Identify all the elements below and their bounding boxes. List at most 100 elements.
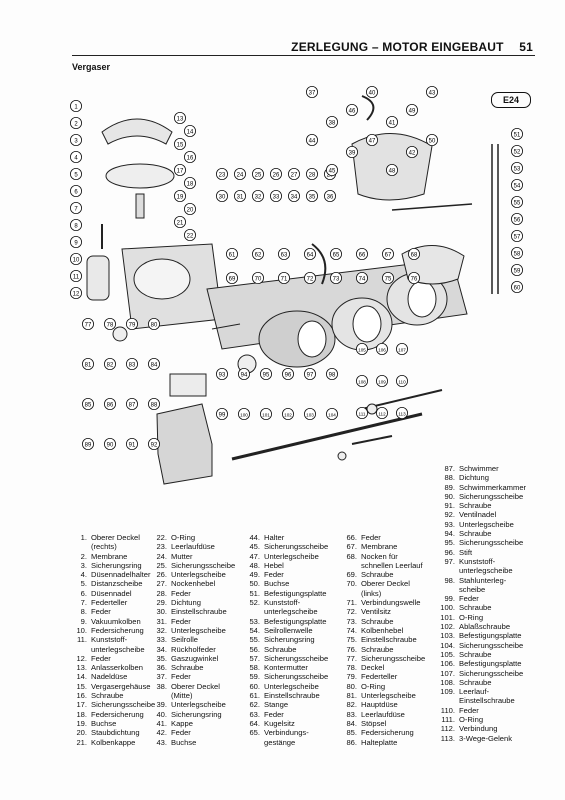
legend-item: 78.Deckel: [340, 663, 425, 672]
legend-item-number: 75.: [346, 635, 357, 645]
legend-item: 94.Schraube: [438, 529, 526, 538]
membrane-shape: [105, 163, 175, 189]
legend-item-number: 31.: [156, 616, 167, 626]
legend-item-number: 107.: [440, 668, 455, 678]
legend-item-label: Unterlegscheibe: [264, 681, 319, 691]
callout-34: 34: [287, 190, 300, 203]
callout-label: 9: [74, 240, 78, 246]
callout-31: 31: [233, 190, 246, 203]
legend-item-label: Unterlegscheibe: [171, 700, 226, 710]
callout-24: 24: [233, 168, 246, 181]
callout-label: 50: [429, 138, 436, 144]
legend-item-label: Stöpsel: [361, 718, 387, 728]
legend-item: 50.Buchse: [243, 579, 328, 588]
callout-15: 15: [174, 138, 187, 151]
legend-item-label: Düsennadelhalter: [91, 570, 151, 580]
callout-103: 103: [303, 407, 316, 420]
legend-item: 83.Leerlaufdüse: [340, 710, 425, 719]
callout-94: 94: [237, 367, 250, 380]
callout-label: 77: [85, 322, 92, 328]
legend-item-number: 81.: [346, 691, 357, 701]
legend-item-label: Sicherungsscheibe: [171, 560, 236, 570]
legend-item-continuation: schnellen Leerlauf: [361, 560, 423, 570]
legend-item-number: 2.: [80, 551, 87, 561]
callout-label: 93: [219, 372, 226, 378]
callout-label: 73: [333, 276, 340, 282]
callout-45: 45: [325, 164, 338, 177]
legend-item-label: Befestigungsplatte: [459, 659, 522, 669]
legend-item-number: 21.: [76, 737, 87, 747]
legend-item-number: 51.: [249, 588, 260, 598]
callout-46: 46: [345, 103, 358, 116]
legend-item-number: 79.: [346, 672, 357, 682]
legend-item-number: 68.: [346, 551, 357, 561]
legend-item-number: 77.: [346, 653, 357, 663]
legend-item: 84.Stöpsel: [340, 719, 425, 728]
callout-label: 101: [262, 412, 270, 417]
callout-label: 62: [255, 252, 262, 258]
legend-item-label: Feder: [264, 709, 284, 719]
legend-item: 70.Oberer Deckel: [340, 579, 425, 588]
legend-item: 112.Verbindung: [438, 724, 526, 733]
legend-item: 49.Feder: [243, 570, 328, 579]
legend-item: 30.Einstellschraube: [150, 607, 235, 616]
callout-109: 109: [375, 374, 388, 387]
legend-item-number: 110.: [440, 705, 455, 715]
legend-item: 102.Ablaßschraube: [438, 622, 526, 631]
legend-item-number: 44.: [249, 533, 260, 542]
legend-item-label: Sicherungsscheibe: [264, 542, 329, 552]
callout-label: 26: [273, 172, 280, 178]
callout-52: 52: [510, 145, 523, 158]
callout-38: 38: [325, 116, 338, 129]
callout-30: 30: [215, 190, 228, 203]
legend-item-number: 94.: [444, 529, 455, 539]
header-title: ZERLEGUNG – MOTOR EINGEBAUT: [291, 40, 504, 54]
figure-tag: E24: [491, 92, 531, 108]
callout-105: 105: [355, 342, 368, 355]
legend-item: 110.Feder: [438, 706, 526, 715]
legend-item: 48.Hebel: [243, 561, 328, 570]
legend-item: 89.Schwimmerkammer: [438, 483, 526, 492]
legend-item-number: 60.: [249, 681, 260, 691]
legend-item-number: 42.: [156, 728, 167, 738]
legend-item: 38.Oberer Deckel: [150, 682, 235, 691]
legend-item: 12.Feder: [70, 654, 155, 663]
legend-item-number: 13.: [76, 663, 87, 673]
legend-item: 98.Stahlunterleg-: [438, 576, 526, 585]
legend-item-number: 53.: [249, 616, 260, 626]
legend-item-label: Membrane: [361, 542, 398, 552]
legend-item-number: 23.: [156, 542, 167, 552]
callout-9: 9: [69, 235, 82, 248]
legend-item: 56.Schraube: [243, 645, 328, 654]
callout-11: 11: [69, 269, 82, 282]
legend-item-label: Nadeldüse: [91, 672, 128, 682]
callout-label: 18: [187, 181, 194, 187]
callout-70: 70: [251, 271, 264, 284]
legend-item-continuation: unterlegscheibe: [91, 644, 145, 654]
legend-item-label: Verbindungswelle: [361, 598, 421, 608]
callout-label: 10: [73, 257, 80, 263]
callout-23: 23: [215, 168, 228, 181]
legend-item-label: Distanzscheibe: [91, 579, 143, 589]
legend-item: 72.Ventilsitz: [340, 607, 425, 616]
legend-item-label: O-Ring: [459, 612, 484, 622]
callout-57: 57: [510, 229, 523, 242]
legend-item-label: Ventilnadel: [459, 510, 497, 520]
legend-item-number: 89.: [444, 482, 455, 492]
legend-item: 5.Distanzscheibe: [70, 579, 155, 588]
callout-78: 78: [104, 317, 117, 330]
callout-43: 43: [425, 86, 438, 98]
legend-item-number: 37.: [156, 672, 167, 682]
legend-item: 22.O-Ring: [150, 533, 235, 542]
legend-item-label: Sicherungsscheibe: [91, 700, 156, 710]
callout-label: 8: [74, 223, 78, 229]
legend-item: 75.Einstellschraube: [340, 635, 425, 644]
callout-label: 67: [385, 252, 392, 258]
legend-item-number: 82.: [346, 700, 357, 710]
callout-label: 28: [309, 172, 316, 178]
legend-item: 7.Federteller: [70, 598, 155, 607]
legend-item: 52.Kunststoff-: [243, 598, 328, 607]
callout-87: 87: [126, 397, 139, 410]
